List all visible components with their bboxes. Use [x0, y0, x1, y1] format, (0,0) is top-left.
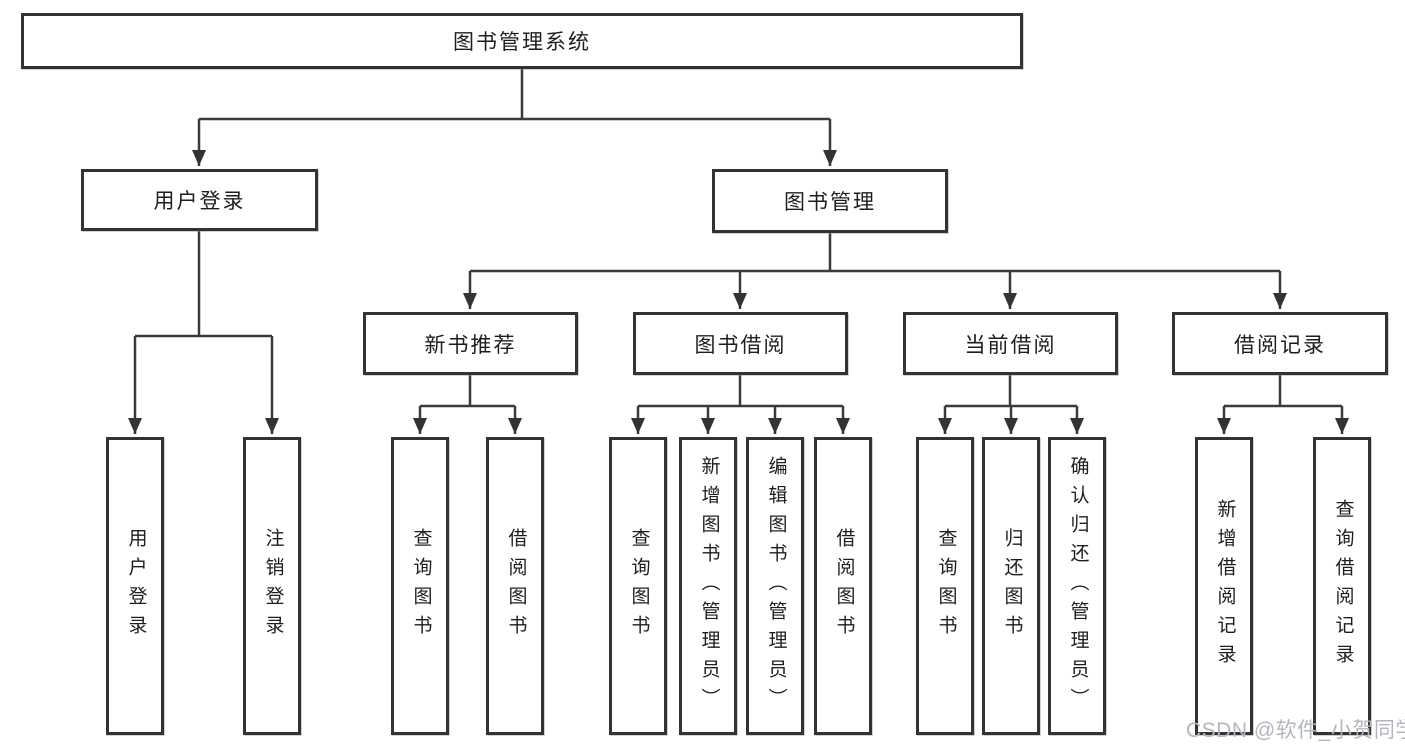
leaf-borrow-books-recommend: 借阅图书: [486, 437, 544, 735]
leaf-return-books-label: 归还图书: [1001, 528, 1023, 644]
leaf-query-books-recommend: 查询图书: [391, 437, 449, 735]
leaf-query-books-recommend-label: 查询图书: [410, 528, 432, 644]
leaf-user-login-label: 用户登录: [125, 528, 147, 644]
leaf-borrow-books-recommend-label: 借阅图书: [505, 528, 527, 644]
leaf-query-borrow-record: 查询借阅记录: [1313, 437, 1371, 735]
leaf-logout-login-label: 注销登录: [262, 528, 284, 644]
node-library-system: 图书管理系统: [21, 13, 1023, 69]
node-book-management: 图书管理: [712, 169, 948, 233]
leaf-borrow-books-borrowing: 借阅图书: [814, 437, 872, 735]
leaf-edit-books-admin: 编辑图书（管理员）: [746, 437, 804, 735]
leaf-query-borrow-record-label: 查询借阅记录: [1332, 499, 1354, 673]
leaf-edit-books-admin-label: 编辑图书（管理员）: [765, 455, 787, 717]
leaf-add-borrow-record: 新增借阅记录: [1195, 437, 1253, 735]
leaf-query-books-current: 查询图书: [916, 437, 974, 735]
leaf-user-login: 用户登录: [106, 437, 164, 735]
leaf-confirm-return-admin-label: 确认归还（管理员）: [1067, 455, 1089, 717]
node-book-borrowing: 图书借阅: [633, 312, 848, 375]
leaf-add-books-admin-label: 新增图书（管理员）: [698, 455, 720, 717]
leaf-borrow-books-borrowing-label: 借阅图书: [833, 528, 855, 644]
leaf-return-books: 归还图书: [982, 437, 1040, 735]
leaf-query-books-borrowing-label: 查询图书: [628, 528, 650, 644]
node-new-book-recommend: 新书推荐: [363, 312, 578, 375]
leaf-confirm-return-admin: 确认归还（管理员）: [1048, 437, 1106, 735]
csdn-watermark: CSDN @软件_小贺同学: [1186, 719, 1405, 742]
node-borrowing-records: 借阅记录: [1172, 312, 1388, 375]
leaf-add-books-admin: 新增图书（管理员）: [679, 437, 737, 735]
leaf-query-books-borrowing: 查询图书: [609, 437, 667, 735]
leaf-logout-login: 注销登录: [243, 437, 301, 735]
node-current-borrowing: 当前借阅: [903, 312, 1118, 375]
node-user-login: 用户登录: [81, 169, 318, 231]
leaf-query-books-current-label: 查询图书: [935, 528, 957, 644]
leaf-add-borrow-record-label: 新增借阅记录: [1214, 499, 1236, 673]
